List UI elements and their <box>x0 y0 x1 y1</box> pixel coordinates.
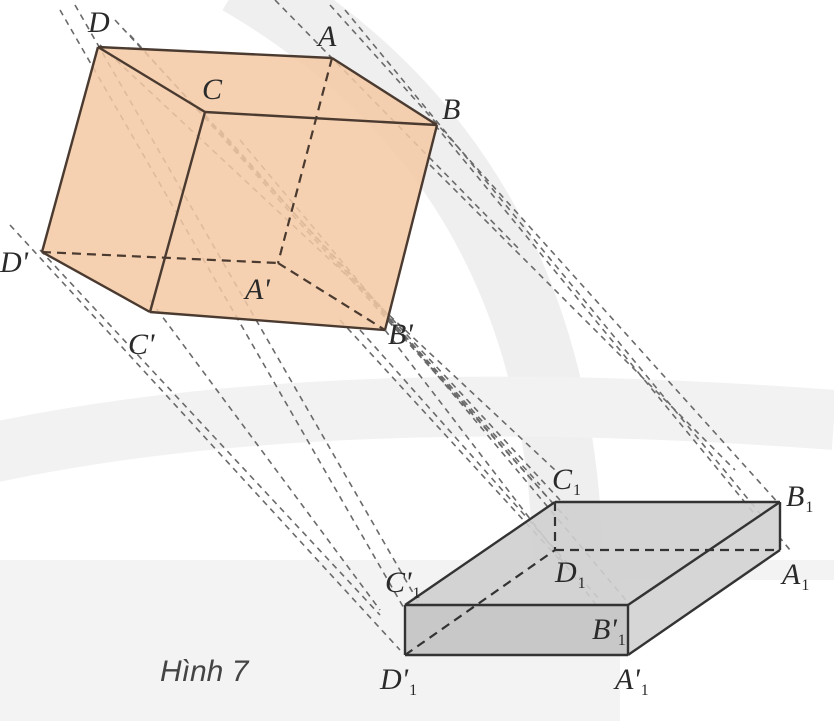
label-vertex-A: A <box>318 20 337 53</box>
label-vertex-B: B <box>442 93 461 126</box>
label-vertex-C1: C1 <box>552 463 582 499</box>
label-vertex-B1: B1 <box>786 480 814 516</box>
label-vertex-B-prime: B' <box>388 318 413 351</box>
label-vertex-C-prime: C' <box>128 328 155 361</box>
label-vertex-A-prime: A' <box>245 273 270 306</box>
figure-caption: Hình 7 <box>160 655 249 688</box>
label-vertex-C1-prime: C'1 <box>385 566 421 602</box>
label-vertex-D1: D1 <box>555 556 586 592</box>
bottom-box <box>403 500 782 657</box>
label-vertex-A1: A1 <box>782 558 810 594</box>
label-vertex-B1-prime: B'1 <box>592 613 626 649</box>
label-vertex-D-prime: D' <box>0 246 29 279</box>
label-vertex-A1-prime: A'1 <box>615 663 649 699</box>
top-cube <box>40 45 439 332</box>
label-vertex-C: C <box>202 73 223 106</box>
label-vertex-D1-prime: D'1 <box>380 663 418 699</box>
label-vertex-D: D <box>88 6 110 39</box>
